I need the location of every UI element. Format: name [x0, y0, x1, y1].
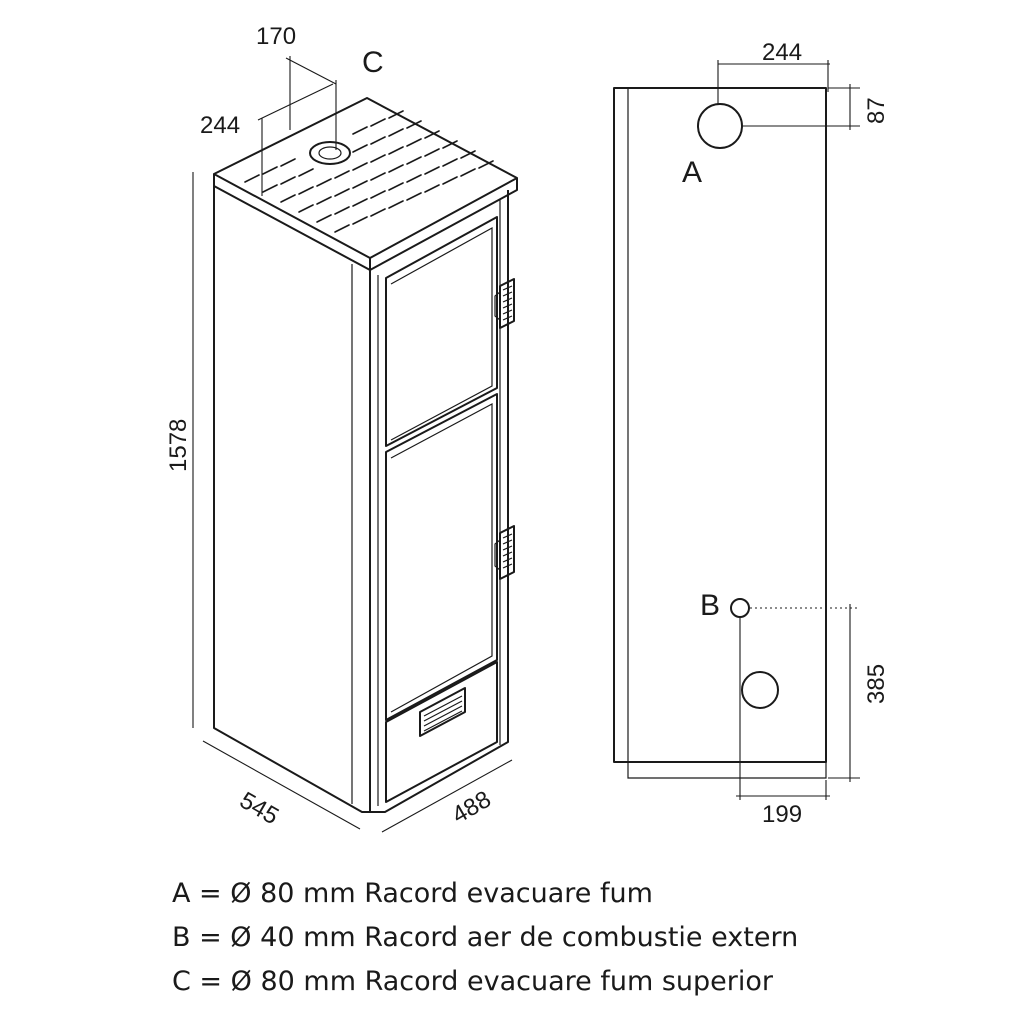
dim-top-offset-text: 170 [256, 23, 296, 50]
vent-slot [370, 208, 386, 217]
dim-top-depth: 244 [200, 83, 334, 196]
dim-depth: 545 [202, 740, 361, 830]
dim-height-text: 1578 [165, 419, 192, 472]
vent-slot [334, 224, 350, 233]
dim-side-top-v-text: 87 [863, 97, 890, 124]
stove-top-plate [213, 97, 518, 259]
vent-slot [370, 172, 386, 181]
vent-slot [316, 196, 332, 205]
vent-slot [442, 158, 458, 167]
dim-side-bottom-h-text: 199 [762, 801, 802, 828]
stove-top-plate-edge [213, 174, 518, 271]
dim-side-top: 244 [717, 39, 830, 104]
connection-b-circle [730, 598, 750, 618]
label-c: C [362, 46, 384, 79]
vent-slot [370, 154, 386, 163]
stove-isometric-view: 170 244 C 1578 545 488 [165, 23, 518, 833]
vent-slot [352, 144, 368, 153]
door-hinge-lower [494, 525, 515, 580]
vent-slot [388, 110, 404, 119]
vent-slot [334, 188, 350, 197]
legend: A = Ø 80 mm Racord evacuare fum B = Ø 40… [172, 872, 992, 1004]
lower-round-outlet [741, 671, 779, 709]
vent-slot [478, 160, 494, 169]
vent-slot [352, 198, 368, 207]
vent-slot [442, 140, 458, 149]
door-hinge-upper [494, 278, 515, 329]
vent-slot [262, 184, 278, 193]
vent-slot [352, 216, 368, 225]
vent-slot [406, 120, 422, 129]
vent-slot [388, 128, 404, 137]
vent-slot [460, 168, 476, 177]
side-view-body [613, 87, 827, 763]
vent-slot [460, 150, 476, 159]
vent-slot [316, 178, 332, 187]
vent-slot [424, 184, 440, 193]
vent-slot [298, 186, 314, 195]
vent-slot [352, 126, 368, 135]
vent-slot [352, 180, 368, 189]
dim-side-bottom-h: 199 [736, 618, 830, 828]
vent-slot [316, 214, 332, 223]
dim-top-depth-text: 244 [200, 112, 240, 139]
dim-side-bottom-v: 385 [750, 604, 890, 782]
vent-slot [370, 118, 386, 127]
upper-door-panel [385, 216, 498, 447]
dim-side-top-v: 87 [742, 84, 890, 130]
stove-front-panel [369, 190, 509, 813]
dim-height: 1578 [165, 172, 194, 728]
top-flue-outlet-inner [318, 146, 342, 160]
vent-slot [406, 174, 422, 183]
vent-slot [244, 174, 260, 183]
vent-slot [334, 170, 350, 179]
vent-slot [388, 146, 404, 155]
vent-slot [424, 166, 440, 175]
vent-slot [280, 176, 296, 185]
stove-plinth [385, 661, 498, 803]
vent-slot [280, 158, 296, 167]
dim-side-top-text: 244 [762, 39, 802, 66]
plinth-vent-grille [419, 687, 466, 737]
vent-slot [298, 204, 314, 213]
side-view-inner-line [627, 88, 827, 779]
vent-slot [424, 130, 440, 139]
vent-slot [388, 182, 404, 191]
stove-side-panel [213, 186, 371, 813]
vent-slot [352, 162, 368, 171]
vent-slot [442, 176, 458, 185]
vent-slot [406, 138, 422, 147]
top-vent-slots [244, 110, 494, 233]
dim-top-offset: 170 [256, 23, 337, 150]
vent-slot [406, 156, 422, 165]
legend-item-a: A = Ø 80 mm Racord evacuare fum [172, 878, 653, 909]
vent-slot [406, 192, 422, 201]
connection-a-circle [697, 103, 743, 149]
dim-side-bottom-v-text: 385 [863, 664, 890, 704]
label-b: B [700, 589, 720, 622]
vent-slot [262, 166, 278, 175]
vent-slot [388, 164, 404, 173]
legend-item-c: C = Ø 80 mm Racord evacuare fum superior [172, 966, 774, 997]
vent-slot [370, 136, 386, 145]
vent-slot [298, 168, 314, 177]
lower-door-inner [390, 402, 493, 713]
top-flue-outlet-c [309, 141, 351, 165]
vent-slot [388, 200, 404, 209]
vent-slot [370, 190, 386, 199]
legend-item-b: B = Ø 40 mm Racord aer de combustie exte… [172, 922, 799, 953]
vent-slot [280, 194, 296, 203]
label-a: A [682, 156, 702, 189]
vent-slot [424, 148, 440, 157]
vent-slot [334, 206, 350, 215]
dim-depth-text: 545 [235, 787, 283, 830]
stove-side-view: A B 244 87 385 [613, 39, 890, 828]
lower-door-panel [385, 393, 498, 721]
upper-door-inner [390, 226, 493, 441]
dim-width: 488 [381, 759, 513, 833]
